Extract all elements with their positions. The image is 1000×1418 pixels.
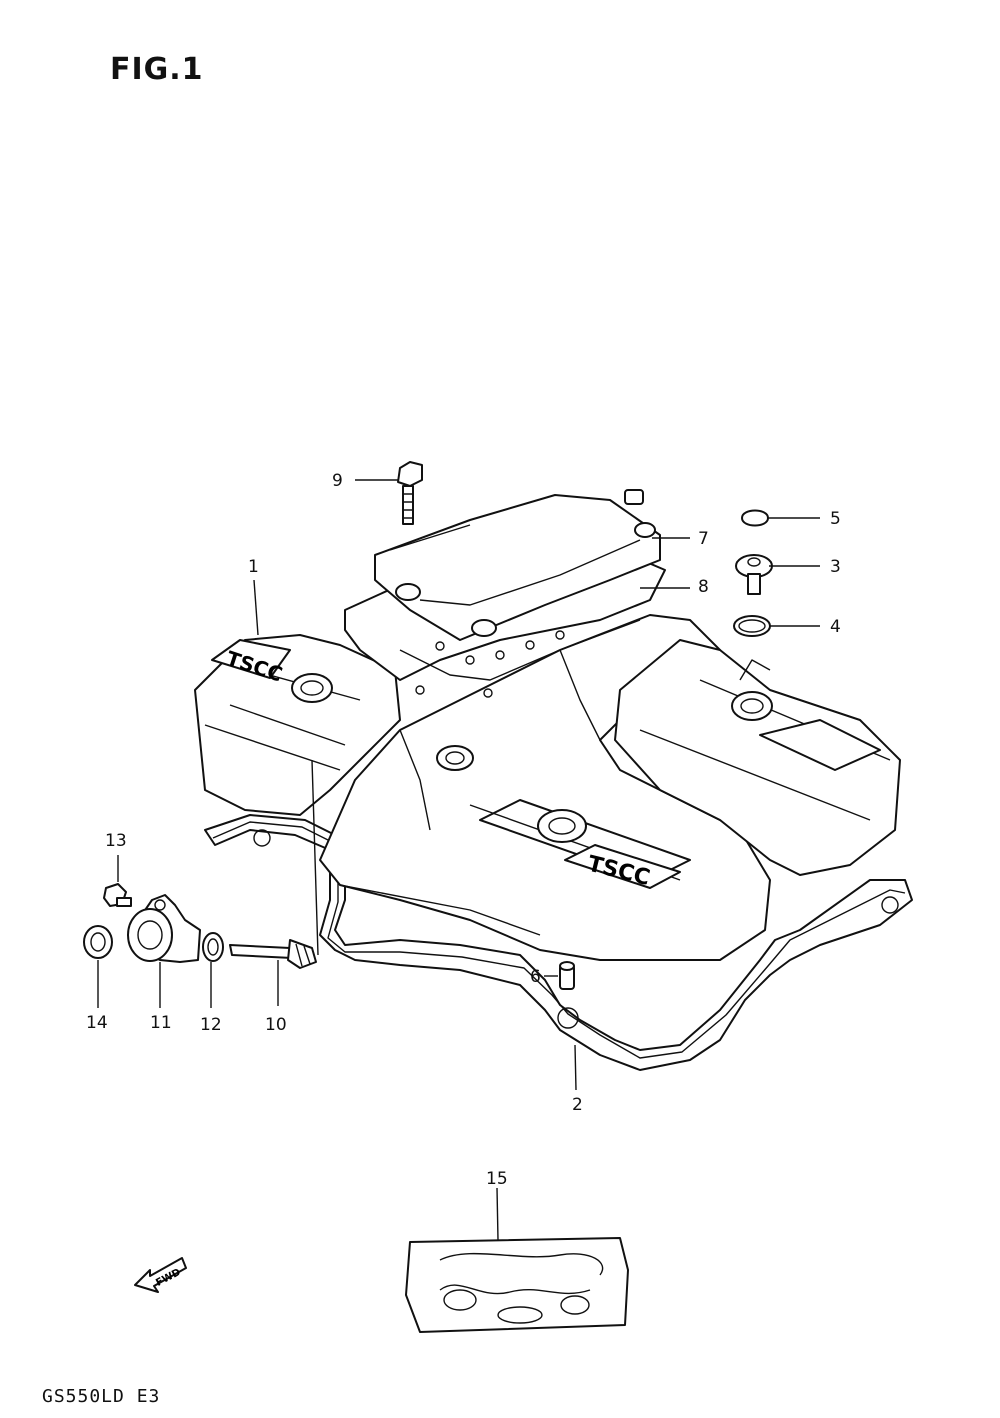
bushing (83, 925, 113, 959)
model-code: GS550LD E3 (42, 1386, 161, 1407)
breather-cover-top (374, 489, 661, 641)
callout-10: 10 (265, 1015, 287, 1035)
o-ring (733, 615, 771, 637)
callout-12: 12 (200, 1015, 222, 1035)
callout-6: 6 (530, 967, 541, 987)
callout-4: 4 (830, 617, 841, 637)
callout-15: 15 (486, 1169, 508, 1189)
callout-14: 14 (86, 1013, 108, 1033)
callout-13: 13 (105, 831, 127, 851)
callout-1: 1 (248, 557, 259, 577)
callout-9: 9 (332, 471, 343, 491)
cap (741, 509, 769, 527)
housing-bolt (103, 883, 132, 907)
forward-direction-arrow: FWD (134, 1257, 187, 1293)
dowel-pin (559, 961, 575, 990)
callout-11: 11 (150, 1013, 172, 1033)
cap-bolt (735, 554, 773, 595)
callout-5: 5 (830, 509, 841, 529)
oil-seal (202, 932, 224, 962)
callout-7: 7 (698, 529, 709, 549)
leader-lines (97, 479, 820, 1241)
callout-2: 2 (572, 1095, 583, 1115)
callout-labels: 9 1 7 8 5 3 4 6 2 13 14 11 12 10 15 (86, 471, 841, 1189)
gear-housing (127, 894, 201, 963)
cylinder-head-cover: TSCC TSCC (194, 614, 901, 961)
tachometer-gear (229, 939, 317, 969)
gasket-set-package (405, 1237, 629, 1333)
bolt (397, 461, 423, 525)
callout-8: 8 (698, 577, 709, 597)
figure-title: FIG.1 (110, 52, 204, 87)
callout-3: 3 (830, 557, 841, 577)
